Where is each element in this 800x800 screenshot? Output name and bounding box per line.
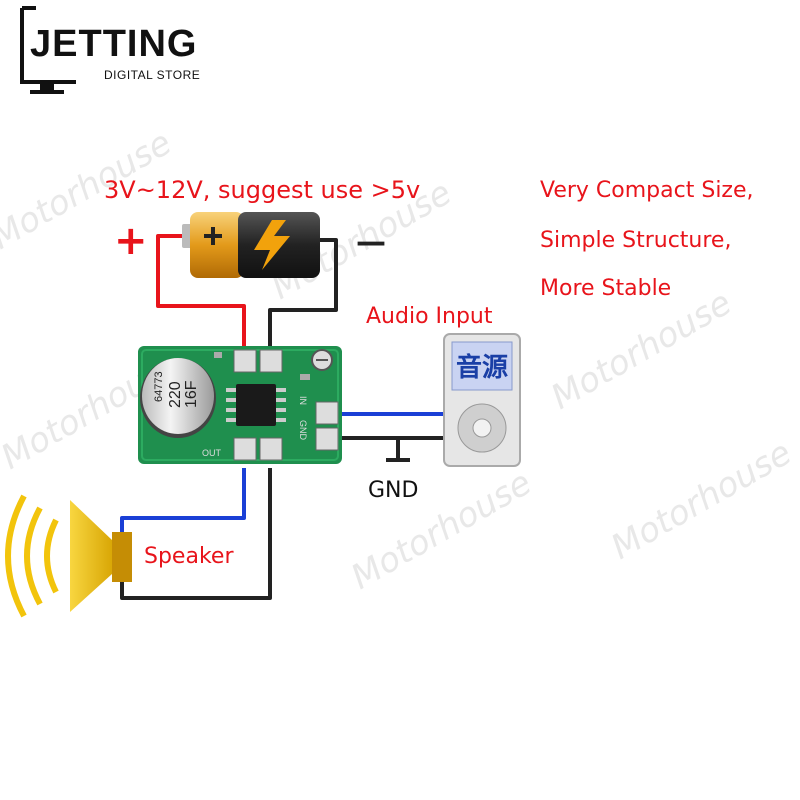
ic-chip xyxy=(226,384,286,426)
black-wire-speaker xyxy=(120,468,272,600)
audio-player-icon: 音源 xyxy=(443,333,521,467)
audio-source-glyph: 音源 xyxy=(456,352,508,383)
pcb-label-in: IN xyxy=(298,396,308,405)
wires xyxy=(120,234,444,600)
monitor-logo-icon xyxy=(20,6,76,94)
watermark: Motorhouse xyxy=(545,283,739,418)
feature-stable: More Stable xyxy=(540,276,672,301)
pcb-label-gnd: GND xyxy=(298,420,308,441)
watermark: Motorhouse xyxy=(605,433,799,568)
minus-sign: — xyxy=(356,225,386,260)
black-wire-battery xyxy=(268,238,338,352)
feature-compact: Very Compact Size, xyxy=(540,178,754,203)
sound-wave-icon xyxy=(5,494,27,618)
capacitor-text: 16F xyxy=(183,380,200,408)
gnd-label: GND xyxy=(368,478,419,503)
battery-icon xyxy=(182,212,320,278)
capacitor-text: 220 xyxy=(167,381,184,408)
brand-tagline: DIGITAL STORE xyxy=(104,68,201,82)
speaker-label: Speaker xyxy=(144,544,234,569)
blue-wire-speaker xyxy=(120,468,246,536)
feature-structure: Simple Structure, xyxy=(540,228,732,253)
plus-sign: + xyxy=(114,218,148,264)
sound-wave-icon xyxy=(44,518,59,594)
speaker-icon xyxy=(5,494,132,618)
audio-input-label: Audio Input xyxy=(366,304,493,329)
pcb-label-out: OUT xyxy=(202,448,222,458)
capacitor-text: 64773 xyxy=(153,371,165,402)
sound-wave-icon xyxy=(24,506,43,606)
brand-name: JETTING xyxy=(30,23,198,65)
voltage-note: 3V~12V, suggest use >5v xyxy=(104,176,421,204)
red-wire xyxy=(156,234,246,352)
capacitor: 64773 220 16F xyxy=(140,358,216,438)
lightning-bolt-icon xyxy=(254,220,290,270)
